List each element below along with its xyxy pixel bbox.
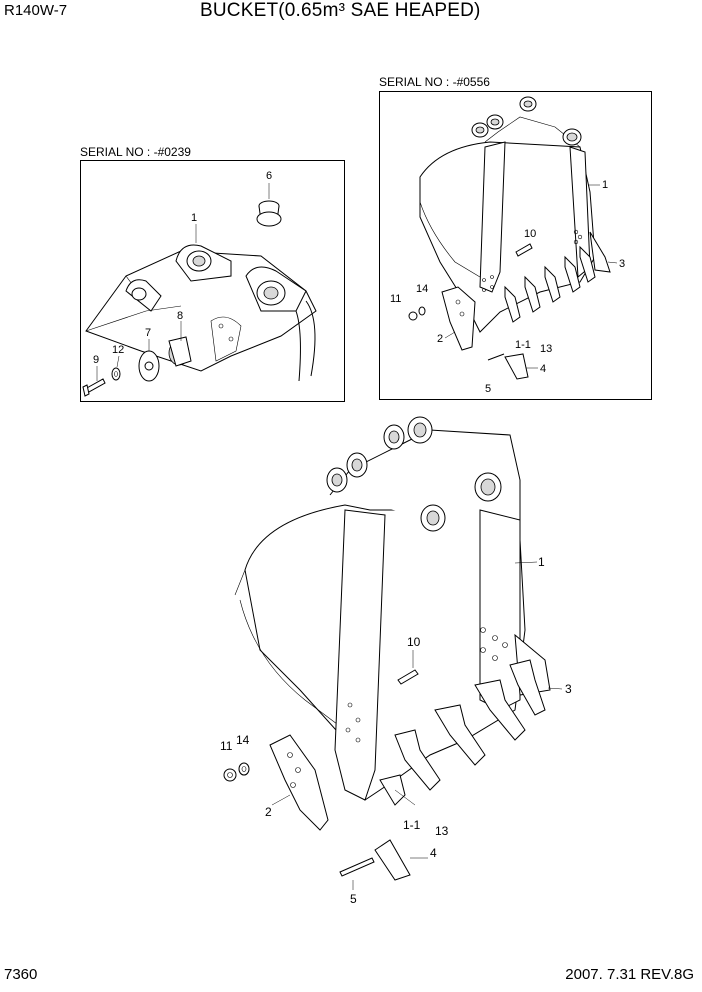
callout-6: 6 xyxy=(266,170,272,182)
page-number: 7360 xyxy=(4,966,38,983)
callout-12: 12 xyxy=(112,344,124,356)
callout-10: 10 xyxy=(524,228,536,240)
callout-3: 3 xyxy=(565,682,572,696)
callout-4: 4 xyxy=(430,846,437,860)
callout-11: 11 xyxy=(220,739,233,753)
model-name: R140W-7 xyxy=(4,2,68,19)
callout-2: 2 xyxy=(265,805,272,819)
callout-5: 5 xyxy=(350,892,357,906)
callout-14: 14 xyxy=(236,733,250,747)
detail-panel-right: 1 10 3 14 11 2 1-1 13 4 5 xyxy=(379,91,652,400)
callout-9: 9 xyxy=(93,354,99,366)
callout-2: 2 xyxy=(437,333,443,345)
callout-10: 10 xyxy=(407,635,421,649)
callout-13: 13 xyxy=(435,824,449,838)
bucket-drawing-main: 1 10 3 14 11 2 1-1 13 4 5 xyxy=(220,416,572,906)
revision-label: 2007. 7.31 REV.8G xyxy=(565,966,694,983)
callout-5: 5 xyxy=(485,383,491,395)
callout-7: 7 xyxy=(145,327,151,339)
bucket-drawing-small: 1 10 3 14 11 2 1-1 13 4 5 xyxy=(390,96,625,395)
callout-1: 1 xyxy=(538,555,545,569)
page-title: BUCKET(0.65m³ SAE HEAPED) xyxy=(200,0,481,21)
callout-1: 1 xyxy=(191,212,197,224)
callout-14: 14 xyxy=(416,283,428,295)
callout-8: 8 xyxy=(177,310,183,322)
callout-1: 1 xyxy=(602,179,608,191)
callout-4: 4 xyxy=(540,363,546,375)
callout-13: 13 xyxy=(540,343,552,355)
serial-label-left: SERIAL NO : -#0239 xyxy=(80,145,191,159)
callout-11: 11 xyxy=(390,293,401,305)
callout-1-1: 1-1 xyxy=(403,818,421,832)
callout-3: 3 xyxy=(619,258,625,270)
detail-panel-left: 6 1 7 8 9 12 xyxy=(80,160,345,402)
bucket-pin-drawing: 6 1 7 8 9 12 xyxy=(82,170,317,397)
callout-1-1: 1-1 xyxy=(515,339,531,351)
serial-label-right: SERIAL NO : -#0556 xyxy=(379,75,490,89)
